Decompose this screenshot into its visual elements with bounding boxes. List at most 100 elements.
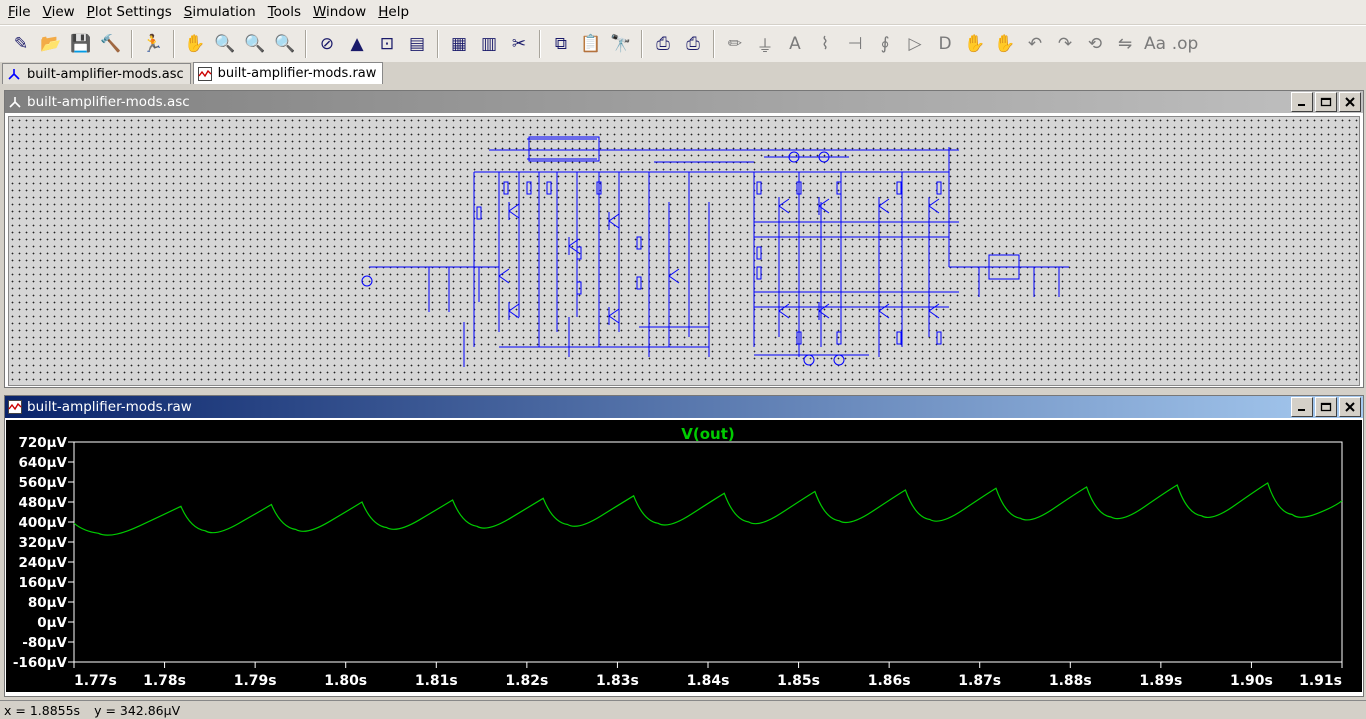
toolbar-separator xyxy=(437,30,439,58)
x-tick-label: 1.83s xyxy=(596,673,639,689)
schematic-wire xyxy=(928,198,940,207)
drag-button[interactable]: ✋ xyxy=(991,30,1019,58)
control-panel-button[interactable]: 🔨 xyxy=(97,30,125,58)
undo-button[interactable]: ↶ xyxy=(1021,30,1049,58)
tab-schematic[interactable]: built-amplifier-mods.asc xyxy=(2,63,191,84)
save-button[interactable]: 💾 xyxy=(67,30,95,58)
find-button[interactable]: 🔭 xyxy=(607,30,635,58)
plot-frame xyxy=(73,441,1343,663)
y-tick-label: 560µV xyxy=(18,475,67,491)
schematic-component xyxy=(756,246,762,260)
waveform-titlebar[interactable]: built-amplifier-mods.raw xyxy=(5,396,1363,418)
spice-directive-button[interactable]: .op xyxy=(1171,30,1199,58)
inductor-icon: ∮ xyxy=(880,34,890,54)
autorange-icon: ▲ xyxy=(350,34,364,54)
schematic-component xyxy=(528,136,600,162)
diode-button[interactable]: ▷ xyxy=(901,30,929,58)
capacitor-button[interactable]: ⊣ xyxy=(841,30,869,58)
schematic-component xyxy=(596,181,602,195)
schematic-component xyxy=(988,254,1020,280)
schematic-canvas[interactable] xyxy=(8,116,1360,386)
zoom-full-button[interactable]: 🔍 xyxy=(241,30,269,58)
minimize-button[interactable] xyxy=(1291,92,1313,112)
component-button[interactable]: D xyxy=(931,30,959,58)
tile-horizontal-button[interactable]: ▤ xyxy=(403,30,431,58)
y-tick-label: 240µV xyxy=(18,555,67,571)
redo-button[interactable]: ↷ xyxy=(1051,30,1079,58)
schematic-wire xyxy=(928,303,940,312)
label-button[interactable]: A xyxy=(781,30,809,58)
move-button[interactable]: ✋ xyxy=(961,30,989,58)
maximize-button[interactable] xyxy=(1315,397,1337,417)
menu-help[interactable]: Help xyxy=(378,4,410,20)
trace-v-out- xyxy=(73,482,1343,536)
new-schematic-button[interactable]: ✎ xyxy=(7,30,35,58)
schematic-component xyxy=(936,181,942,195)
wire-button[interactable]: ✏ xyxy=(721,30,749,58)
schematic-source xyxy=(833,354,845,366)
drag-icon: ✋ xyxy=(994,34,1016,54)
zoom-cancel-button[interactable]: ⊘ xyxy=(313,30,341,58)
copy-button[interactable]: ⧉ xyxy=(547,30,575,58)
ground-icon: ⏚ xyxy=(756,36,774,57)
y-tick-label: -80µV xyxy=(22,635,67,651)
cascade-button[interactable]: ▦ xyxy=(445,30,473,58)
waveform-icon xyxy=(8,399,24,415)
halt-button[interactable]: ✋ xyxy=(181,30,209,58)
tab-waveform[interactable]: built-amplifier-mods.raw xyxy=(192,62,384,84)
cut-button[interactable]: ✂ xyxy=(505,30,533,58)
toolbar-separator xyxy=(305,30,307,58)
close-button[interactable] xyxy=(1339,397,1361,417)
schematic-wire xyxy=(778,303,790,312)
autorange-button[interactable]: ▲ xyxy=(343,30,371,58)
resistor-button[interactable]: ⌇ xyxy=(811,30,839,58)
schematic-wire xyxy=(878,198,890,207)
inductor-button[interactable]: ∮ xyxy=(871,30,899,58)
run-button[interactable]: 🏃 xyxy=(139,30,167,58)
schematic-source xyxy=(803,354,815,366)
copy-icon: ⧉ xyxy=(554,34,568,54)
schematic-wire xyxy=(928,310,940,319)
toolbar-separator xyxy=(173,30,175,58)
schematic-wire xyxy=(498,268,510,277)
measure-icon: ⊡ xyxy=(379,34,395,54)
measure-button[interactable]: ⊡ xyxy=(373,30,401,58)
menu-simulation[interactable]: Simulation xyxy=(183,4,256,20)
rotate-button[interactable]: ⟲ xyxy=(1081,30,1109,58)
paste-button[interactable]: 📋 xyxy=(577,30,605,58)
zoom-in-button[interactable]: 🔍 xyxy=(211,30,239,58)
print-setup-button[interactable]: ⎙ xyxy=(679,30,707,58)
menu-view[interactable]: View xyxy=(42,4,75,20)
schematic-wire xyxy=(778,198,790,207)
cursor-x-readout: x = 1.8855s xyxy=(4,702,81,718)
print-button[interactable]: ⎙ xyxy=(649,30,677,58)
schematic-wire xyxy=(508,203,520,212)
maximize-button[interactable] xyxy=(1315,92,1337,112)
save-icon: 💾 xyxy=(70,34,92,54)
zoom-full-icon: 🔍 xyxy=(244,34,266,54)
tile-vertical-button[interactable]: ▥ xyxy=(475,30,503,58)
minimize-button[interactable] xyxy=(1291,397,1313,417)
text-button[interactable]: Aa xyxy=(1141,30,1169,58)
menu-window[interactable]: Window xyxy=(312,4,367,20)
menu-tools[interactable]: Tools xyxy=(267,4,301,20)
mirror-button[interactable]: ⇋ xyxy=(1111,30,1139,58)
window-title: built-amplifier-mods.raw xyxy=(27,399,192,415)
schematic-wire xyxy=(608,308,620,317)
menu-file[interactable]: File xyxy=(8,4,31,20)
close-button[interactable] xyxy=(1339,92,1361,112)
open-button[interactable]: 📂 xyxy=(37,30,65,58)
waveform-chart: V(out)720µV640µV560µV480µV400µV320µV240µ… xyxy=(13,425,1343,689)
schematic-component xyxy=(796,181,802,195)
schematic-component xyxy=(836,181,842,195)
schematic-wire xyxy=(668,268,680,277)
move-icon: ✋ xyxy=(964,34,986,54)
schematic-titlebar[interactable]: built-amplifier-mods.asc xyxy=(5,91,1363,113)
halt-icon: ✋ xyxy=(184,34,206,54)
y-tick-label: 160µV xyxy=(18,575,67,591)
ground-button[interactable]: ⏚ xyxy=(751,30,779,58)
menu-plot-settings[interactable]: Plot Settings xyxy=(86,4,172,20)
schematic-wire xyxy=(668,275,680,284)
zoom-out-button[interactable]: 🔍 xyxy=(271,30,299,58)
